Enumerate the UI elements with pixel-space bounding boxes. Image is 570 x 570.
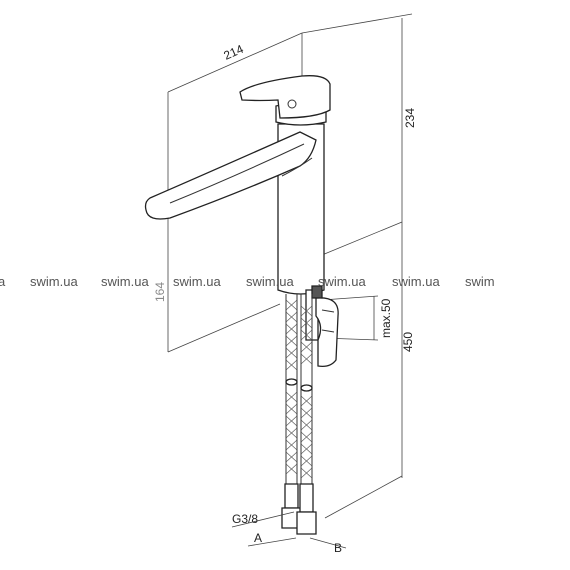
dim-label-450: 450 [401,332,415,352]
mounting-hardware [305,285,339,368]
hose-b [296,294,317,535]
watermark-text: swim.ua [173,274,221,289]
dimension-spout-height: 164 [153,200,281,353]
watermark-text: a [0,274,6,289]
dim-label-234: 234 [403,108,417,128]
dimension-clamp-max: max.50 [321,295,393,341]
watermark-text: swim.ua [101,274,149,289]
watermark-text: swim.ua [392,274,440,289]
hose-a-label: A [254,531,262,545]
watermark-text: swim.ua [246,274,294,289]
watermark-text: swim.ua [318,274,366,289]
connection-labels: G3/8 A B [231,511,347,555]
watermark-text: swim [465,274,495,289]
dim-label-max50: max.50 [379,298,393,338]
dimension-right-vertical: 234 450 [301,13,417,519]
hose-a [281,294,302,529]
watermark-row: a swim.ua swim.ua swim.ua swim.ua swim.u… [0,274,495,289]
faucet-body [144,75,331,295]
hose-b-label: B [334,541,342,555]
watermark-text: swim.ua [30,274,78,289]
dim-label-164: 164 [153,282,167,302]
